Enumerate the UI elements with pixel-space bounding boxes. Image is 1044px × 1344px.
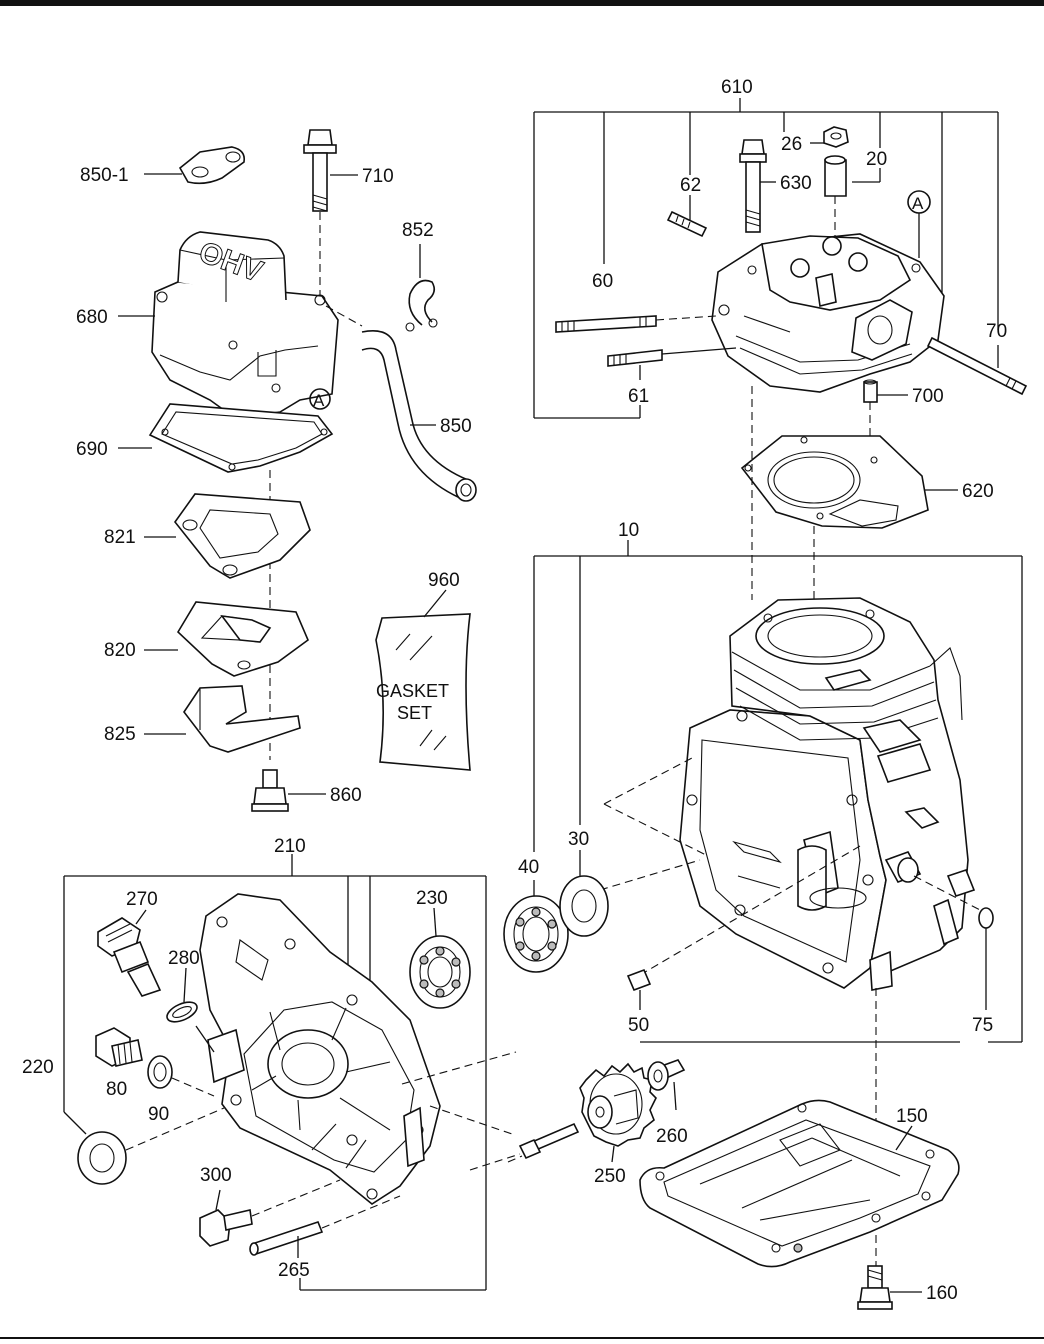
label-690: 690 [76, 439, 108, 460]
label-300: 300 [200, 1165, 232, 1186]
label-610: 610 [721, 77, 753, 98]
bracket-210 [63, 854, 487, 1291]
label-860: 860 [330, 785, 362, 806]
ball-bearing-40 [503, 880, 569, 973]
label-80: 80 [106, 1079, 127, 1100]
bottom-rule [0, 1337, 1044, 1339]
label-680: 680 [76, 307, 108, 328]
drain-plug-80 [95, 1027, 143, 1067]
label-825: 825 [104, 724, 136, 745]
label-61: 61 [628, 386, 649, 407]
deflector-825 [144, 685, 301, 753]
label-270: 270 [126, 889, 158, 910]
label-850-1: 850-1 [80, 165, 129, 186]
reference-mark-a-right [907, 190, 931, 258]
label-280: 280 [168, 948, 200, 969]
gasket-690 [118, 403, 334, 473]
washer-90 [147, 1055, 215, 1097]
crankcase-cover-210 [199, 893, 441, 1205]
label-90: 90 [148, 1104, 169, 1125]
bolt-710 [303, 129, 358, 212]
ball-bearing-230 [409, 907, 471, 1009]
nut-26 [810, 126, 849, 148]
label-820: 820 [104, 640, 136, 661]
gear-shaft-260 [647, 1059, 686, 1111]
reference-mark-a-left [309, 388, 331, 410]
label-620: 620 [962, 481, 994, 502]
dowel-50 [626, 968, 652, 1010]
valve-guide-20 [824, 155, 847, 197]
label-710: 710 [362, 166, 394, 187]
gasket-set-bag-960 [375, 589, 471, 771]
label-70: 70 [986, 321, 1007, 342]
bracket-10 [533, 540, 1023, 1043]
label-30: 30 [568, 829, 589, 850]
oil-seal-220 [77, 1107, 225, 1185]
label-150: 150 [896, 1106, 928, 1127]
label-40: 40 [518, 857, 539, 878]
gasket-set-text-line2: SET [397, 703, 432, 723]
label-62: 62 [680, 175, 701, 196]
reference-a-right: A [912, 194, 924, 213]
label-75: 75 [972, 1015, 993, 1036]
label-10: 10 [618, 520, 639, 541]
label-220: 220 [22, 1057, 54, 1078]
plate-821 [144, 493, 311, 579]
cylinder-head [711, 233, 945, 393]
oil-seal-30 [559, 850, 609, 937]
label-50: 50 [628, 1015, 649, 1036]
label-260: 260 [656, 1126, 688, 1147]
bracket-610 [533, 98, 999, 419]
o-ring-75 [978, 907, 994, 1010]
label-26: 26 [781, 134, 802, 155]
oil-dipstick-270 [97, 909, 162, 997]
governor-gear-250 [579, 1062, 657, 1163]
bolt-300 [199, 1179, 341, 1247]
top-rule [0, 0, 1044, 6]
rocker-cover-680 [118, 231, 339, 419]
reference-a-left: A [313, 391, 325, 410]
label-265: 265 [278, 1260, 310, 1281]
stud-61 [607, 347, 737, 380]
label-210: 210 [274, 836, 306, 857]
crankcase [679, 597, 976, 991]
label-160: 160 [926, 1283, 958, 1304]
label-250: 250 [594, 1166, 626, 1187]
clip-852 [405, 244, 438, 332]
governor-shaft [507, 1122, 580, 1163]
base-gasket-150 [639, 1099, 960, 1268]
label-230: 230 [416, 888, 448, 909]
bolt-160 [857, 1265, 922, 1310]
o-ring-280 [166, 967, 215, 1053]
label-850: 850 [440, 416, 472, 437]
shaft-265 [249, 1195, 401, 1258]
plate-820 [144, 601, 309, 677]
bolt-860 [251, 769, 326, 812]
breather-hose-850 [361, 330, 477, 502]
label-821: 821 [104, 527, 136, 548]
head-gasket-620 [740, 435, 958, 529]
gasket-set-text-line1: GASKET [376, 681, 449, 701]
stud-62 [666, 210, 708, 238]
label-852: 852 [402, 220, 434, 241]
label-20: 20 [866, 149, 887, 170]
bolt-630 [739, 139, 776, 233]
bracket-850-1 [144, 146, 246, 185]
stud-60 [555, 315, 717, 333]
label-960: 960 [428, 570, 460, 591]
push-rod-70 [926, 336, 1028, 396]
label-630: 630 [780, 173, 812, 194]
label-60: 60 [592, 271, 613, 292]
label-700: 700 [912, 386, 944, 407]
